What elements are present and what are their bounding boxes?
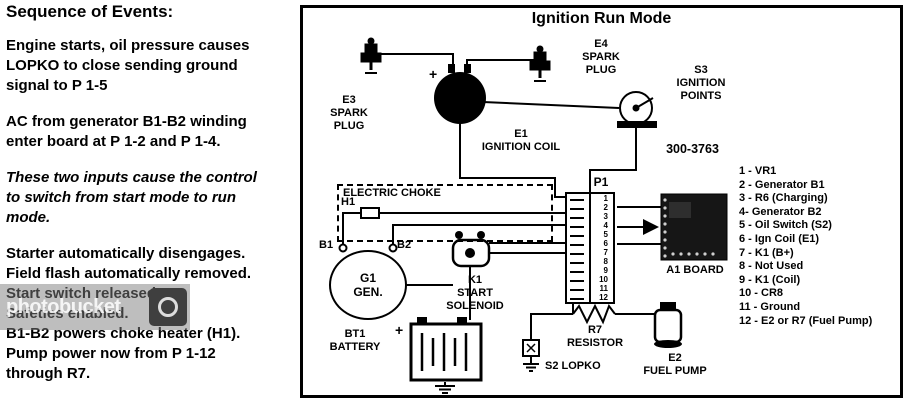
- p1-connector-divider: [589, 194, 591, 302]
- p1-label: P1: [593, 175, 609, 189]
- electric-choke-box: [337, 184, 553, 242]
- p1-pin-7: 7: [567, 248, 613, 257]
- legend-line-12: 12 - E2 or R7 (Fuel Pump): [739, 314, 873, 327]
- legend-line-5: 5 - Oil Switch (S2): [739, 219, 832, 232]
- legend-line-3: 3 - R6 (Charging): [739, 192, 828, 205]
- photobucket-watermark: photobucket: [0, 284, 190, 330]
- p1-pin-11: 11: [567, 284, 613, 293]
- ground-symbol-lopko: [523, 356, 539, 372]
- g1-generator: G1 GEN.: [329, 250, 407, 320]
- a1-board-label: A1 BOARD: [666, 264, 724, 276]
- r7-label: R7 RESISTOR: [566, 324, 624, 349]
- e1-label: E1 IGNITION COIL: [481, 128, 561, 153]
- k1-start-solenoid-icon: [451, 231, 491, 268]
- p1-pin-8: 8: [567, 257, 613, 266]
- camera-lens: [158, 297, 178, 317]
- legend-line-8: 8 - Not Used: [739, 260, 804, 273]
- sequence-panel: Sequence of Events: Engine starts, oil p…: [6, 2, 298, 400]
- legend-line-10: 10 - CR8: [739, 287, 784, 300]
- sequence-paragraph-1: Engine starts, oil pressure causes LOPKO…: [6, 37, 250, 94]
- h1-label: H1: [341, 196, 356, 208]
- e2-label: E2 FUEL PUMP: [643, 352, 707, 377]
- legend-line-9: 9 - K1 (Coil): [739, 273, 801, 286]
- part-number: 300-3763: [666, 142, 719, 156]
- p1-pin-4: 4: [567, 221, 613, 230]
- camera-icon: [149, 288, 187, 326]
- e3-label: E3 SPARK PLUG: [330, 94, 368, 132]
- p1-pin-5: 5: [567, 230, 613, 239]
- bt1-battery-icon: [409, 317, 483, 382]
- h1-choke-heater-icon: [360, 207, 380, 219]
- sequence-paragraph-3: These two inputs cause the control to sw…: [6, 169, 257, 226]
- wiring-svg: [338, 37, 728, 394]
- legend-line-11: 11 - Ground: [739, 300, 801, 313]
- e4-label: E4 SPARK PLUG: [582, 38, 620, 76]
- bt1-label: BT1 BATTERY: [329, 328, 381, 353]
- e1-ignition-coil-icon: [434, 64, 486, 124]
- generator-terminals: [338, 243, 398, 253]
- legend-line-2: 2 - Generator B1: [739, 178, 825, 191]
- s2-lopko-icon: [522, 339, 540, 357]
- diagram-title: Ignition Run Mode: [531, 10, 672, 27]
- pin-legend: 1 - VR1 2 - Generator B1 3 - R6 (Chargin…: [739, 165, 872, 328]
- b1-label: B1: [319, 239, 334, 251]
- legend-line-1: 1 - VR1: [739, 165, 777, 177]
- e2-fuel-pump-icon: [653, 302, 683, 348]
- b2-label: B2: [397, 239, 412, 251]
- p1-pin-1: 1: [567, 194, 613, 203]
- sequence-title: Sequence of Events:: [6, 2, 174, 21]
- p1-pin-2: 2: [567, 203, 613, 212]
- e3-spark-plug-icon: [360, 37, 382, 74]
- s3-ignition-points-icon: [617, 91, 657, 128]
- k1-label: K1 START SOLENOID: [446, 274, 504, 312]
- legend-line-6: 6 - Ign Coil (E1): [739, 232, 820, 245]
- wiring-diagram: Ignition Run Mode: [300, 5, 903, 398]
- battery-plus-sign: +: [395, 322, 404, 338]
- e4-spark-plug-icon: [529, 45, 551, 82]
- watermark-text: photobucket: [6, 295, 121, 318]
- sequence-paragraph-2: AC from generator B1-B2 winding enter bo…: [6, 113, 247, 150]
- p1-pin-12: 12: [567, 293, 613, 302]
- legend-line-4: 4- Generator B2: [739, 205, 822, 218]
- p1-pin-6: 6: [567, 239, 613, 248]
- p1-connector: 1 2 3 4 5 6 7 8 9 10 11 12: [565, 192, 615, 304]
- p1-pin-3: 3: [567, 212, 613, 221]
- coil-plus-sign: +: [429, 66, 438, 82]
- s3-label: S3 IGNITION POINTS: [676, 64, 726, 102]
- ground-symbol-battery: [435, 385, 455, 394]
- legend-line-7: 7 - K1 (B+): [739, 246, 794, 259]
- s2-label: S2 LOPKO: [545, 360, 601, 372]
- a1-board-icon: [643, 193, 728, 261]
- p1-pin-9: 9: [567, 266, 613, 275]
- p1-pin-10: 10: [567, 275, 613, 284]
- electric-choke-label: ELECTRIC CHOKE: [343, 187, 441, 199]
